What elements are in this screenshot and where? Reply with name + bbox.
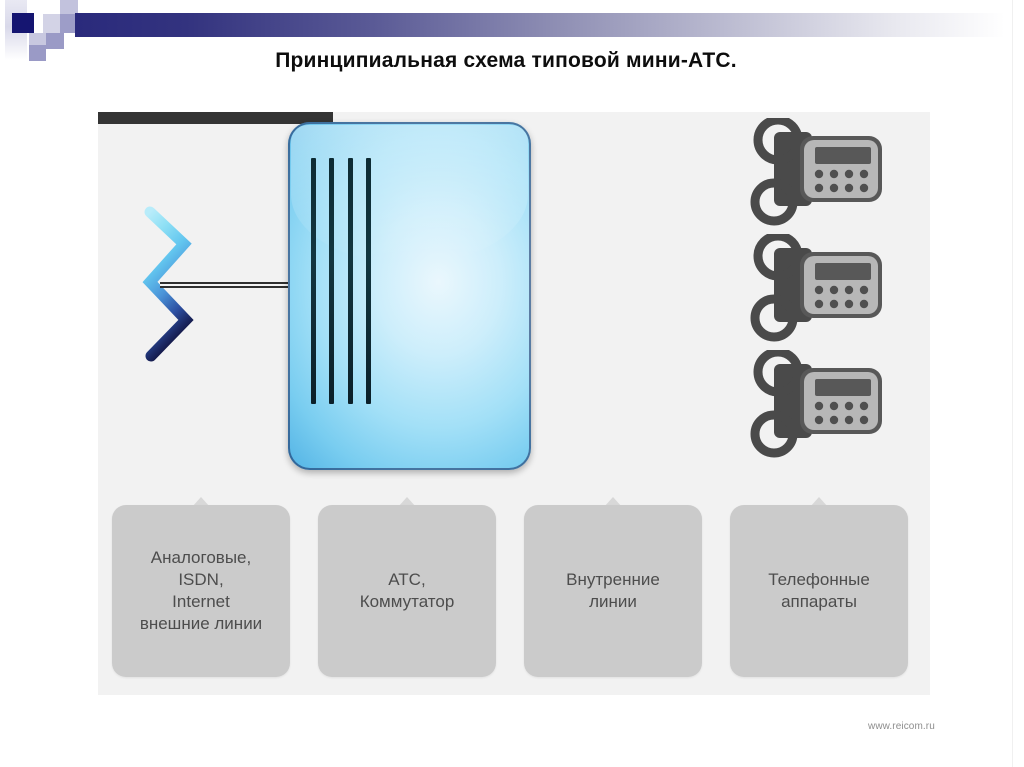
header-decoration (0, 0, 1024, 61)
page-title: Принципиальная схема типовой мини-АТС. (275, 49, 737, 72)
legend-row: Аналоговые, ISDN, Internet внешние линии… (112, 497, 918, 677)
legend-box-internal-lines: Внутренние линии (524, 505, 702, 677)
decor-square-medium-bottom (29, 45, 46, 61)
diagram-area: Аналоговые, ISDN, Internet внешние линии… (98, 112, 930, 695)
legend-box-external-lines: Аналоговые, ISDN, Internet внешние линии (112, 505, 290, 677)
telephone-icon-1 (750, 118, 882, 226)
pbx-unit (288, 122, 531, 470)
pbx-slot-bars (311, 158, 371, 404)
watermark-url: www.reicom.ru (868, 721, 935, 732)
legend-notch-1 (398, 497, 416, 507)
lightning-bolt-icon (142, 206, 194, 362)
telephone-icon-3 (750, 350, 882, 458)
legend-box-pbx: АТС, Коммутатор (318, 505, 496, 677)
pbx-bar (347, 158, 353, 404)
legend-notch-0 (192, 497, 210, 507)
internal-line-wire-3 (98, 120, 333, 124)
internal-line-wire-1 (98, 112, 333, 116)
decor-square-medium-right (46, 33, 64, 49)
legend-label-telephones: Телефонные аппараты (768, 570, 870, 611)
internal-line-wire-2 (98, 116, 333, 120)
legend-label-external-lines: Аналоговые, ISDN, Internet внешние линии (139, 548, 263, 633)
pbx-bar (311, 158, 316, 404)
slide-right-edge-line (1012, 0, 1013, 767)
legend-notch-3 (810, 497, 828, 507)
legend-box-telephones: Телефонные аппараты (730, 505, 908, 677)
legend-label-internal-lines: Внутренние линии (566, 570, 660, 611)
decor-square-light-top (60, 0, 78, 14)
pbx-bar (329, 158, 335, 404)
decor-square-pale (43, 14, 60, 33)
telephone-icon-2 (750, 234, 882, 342)
legend-label-pbx: АТС, Коммутатор (359, 570, 455, 611)
header-gradient-banner (75, 13, 1005, 37)
legend-notch-2 (604, 497, 622, 507)
decor-square-navy (12, 13, 34, 33)
external-line-wire (160, 282, 296, 289)
pbx-bar (365, 158, 371, 404)
decor-square-medium (60, 14, 78, 33)
